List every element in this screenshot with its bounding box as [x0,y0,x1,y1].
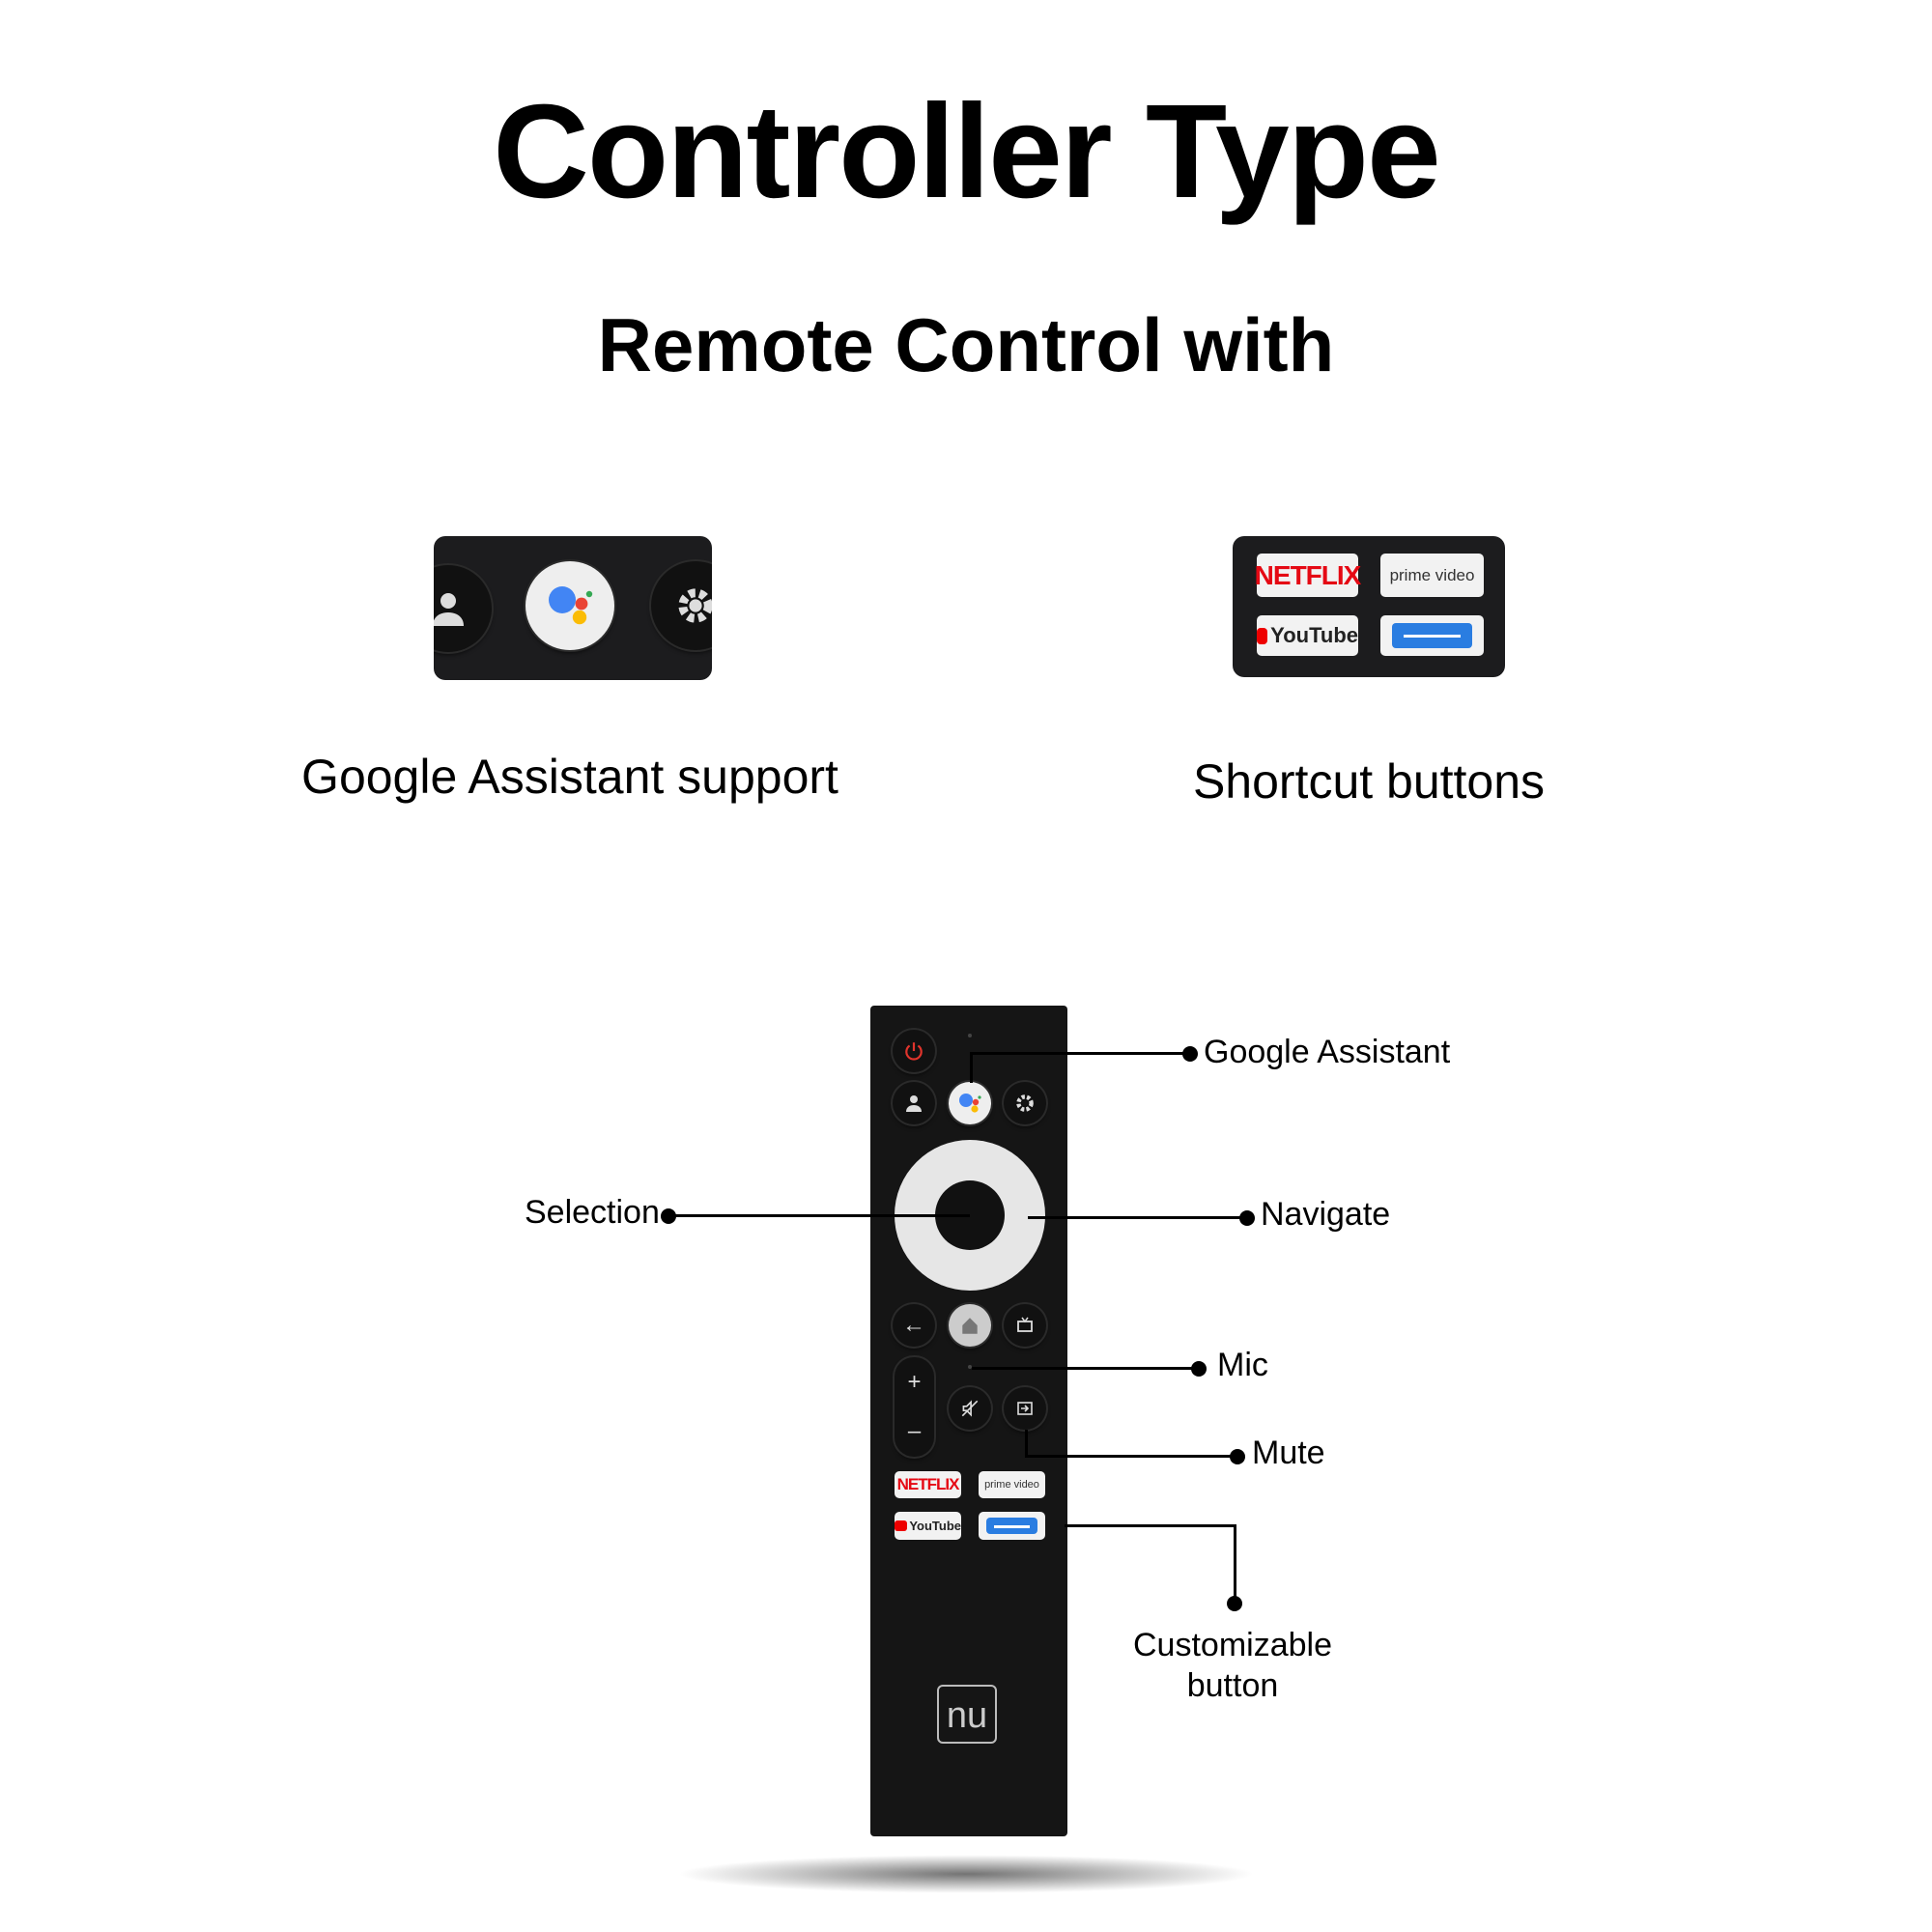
remote-shadow [676,1855,1256,1893]
mic-hole [968,1034,972,1037]
ga-dot [1182,1046,1198,1062]
shortcut-caption: Shortcut buttons [1192,754,1546,809]
nu-logo: nu [937,1685,997,1744]
custom-leader-v [1234,1524,1236,1602]
selection-leader [671,1214,970,1217]
youtube-button: YouTube [1257,615,1358,656]
remote-prime-video-button: prime video [979,1471,1045,1498]
label-customizable: Customizable button [1088,1625,1378,1706]
mute-dot [1230,1449,1245,1464]
selection-dot [661,1208,676,1224]
youtube-label: YouTube [1270,623,1358,647]
ga-leader [970,1052,1192,1055]
mute-button [949,1387,991,1430]
customizable-button [1380,615,1484,656]
profile-icon [434,565,492,652]
custom-dot [1227,1596,1242,1611]
profile-button [893,1082,935,1124]
remote-customizable-button [979,1512,1045,1540]
label-mute: Mute [1252,1435,1325,1471]
label-customizable-line1: Customizable [1133,1627,1332,1663]
prime-video-button: prime video [1380,554,1484,597]
mic-dot [1191,1361,1207,1377]
volume-rocker: +– [895,1357,934,1457]
google-assistant-button [949,1082,991,1124]
page-title: Controller Type [493,77,1441,226]
youtube-label: YouTube [909,1519,961,1533]
label-customizable-line2: button [1186,1667,1279,1704]
power-button [893,1030,935,1072]
youtube-icon [895,1520,908,1531]
google-assistant-icon [526,561,614,650]
label-navigate: Navigate [1261,1196,1391,1233]
remote-netflix-button: NETFLIX [895,1471,961,1498]
google-assistant-card [434,536,712,680]
label-selection: Selection [525,1194,660,1231]
ga-leader-v [970,1052,973,1083]
tv-button [1004,1304,1046,1347]
back-button: ← [893,1304,935,1347]
remote-youtube-button: YouTube [895,1512,961,1540]
mic-leader [972,1367,1199,1370]
netflix-button: NETFLIX [1255,554,1361,597]
label-google-assistant: Google Assistant [1204,1034,1451,1070]
page-subtitle: Remote Control with [597,302,1335,387]
input-button [1004,1387,1046,1430]
google-assistant-caption: Google Assistant support [301,750,838,804]
shortcut-buttons-card: NETFLIX prime video YouTube [1233,536,1505,677]
home-button [949,1304,991,1347]
mute-leader [1025,1455,1237,1458]
remote-control: ← +– NETFLIX prime video YouTube nu [870,1006,1067,1836]
mic-hole-2 [968,1365,972,1369]
mute-leader-v [1025,1430,1028,1457]
youtube-icon [1257,627,1268,644]
gear-icon [651,561,712,650]
custom-leader-h [1065,1524,1236,1527]
navigate-leader [1028,1216,1247,1219]
settings-button [1004,1082,1046,1124]
label-mic: Mic [1217,1347,1268,1383]
navigate-dot [1239,1210,1255,1226]
